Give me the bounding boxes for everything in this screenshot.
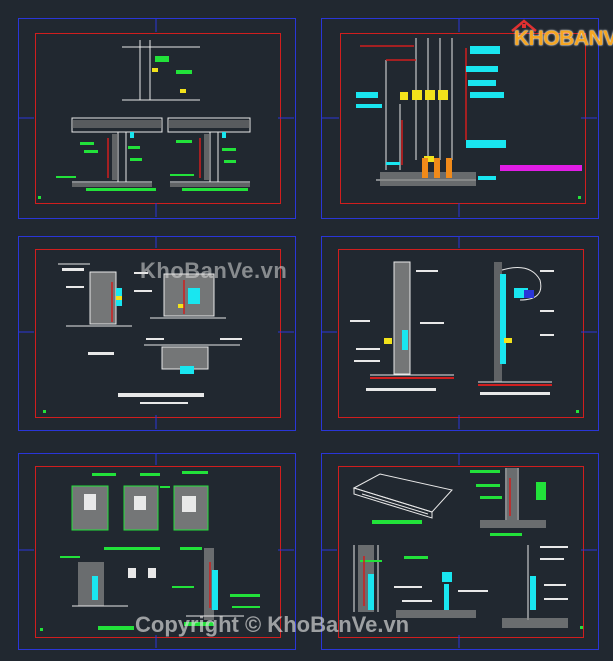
title-frame <box>35 466 281 638</box>
logo-text: KHOBANVE <box>514 27 613 50</box>
drawing-sheet-5 <box>18 453 296 650</box>
house-icon <box>511 19 537 32</box>
khobanve-logo: KHOBANVE <box>510 18 613 56</box>
title-frame <box>338 466 584 638</box>
title-frame <box>338 249 584 418</box>
drawing-sheet-6 <box>321 453 599 650</box>
drawing-sheet-4 <box>321 236 599 431</box>
drawing-sheet-3 <box>18 236 296 431</box>
title-frame <box>35 249 281 418</box>
watermark-copyright: Copyright © KhoBanVe.vn <box>135 612 410 637</box>
watermark-center: KhoBanVe.vn <box>140 258 288 283</box>
